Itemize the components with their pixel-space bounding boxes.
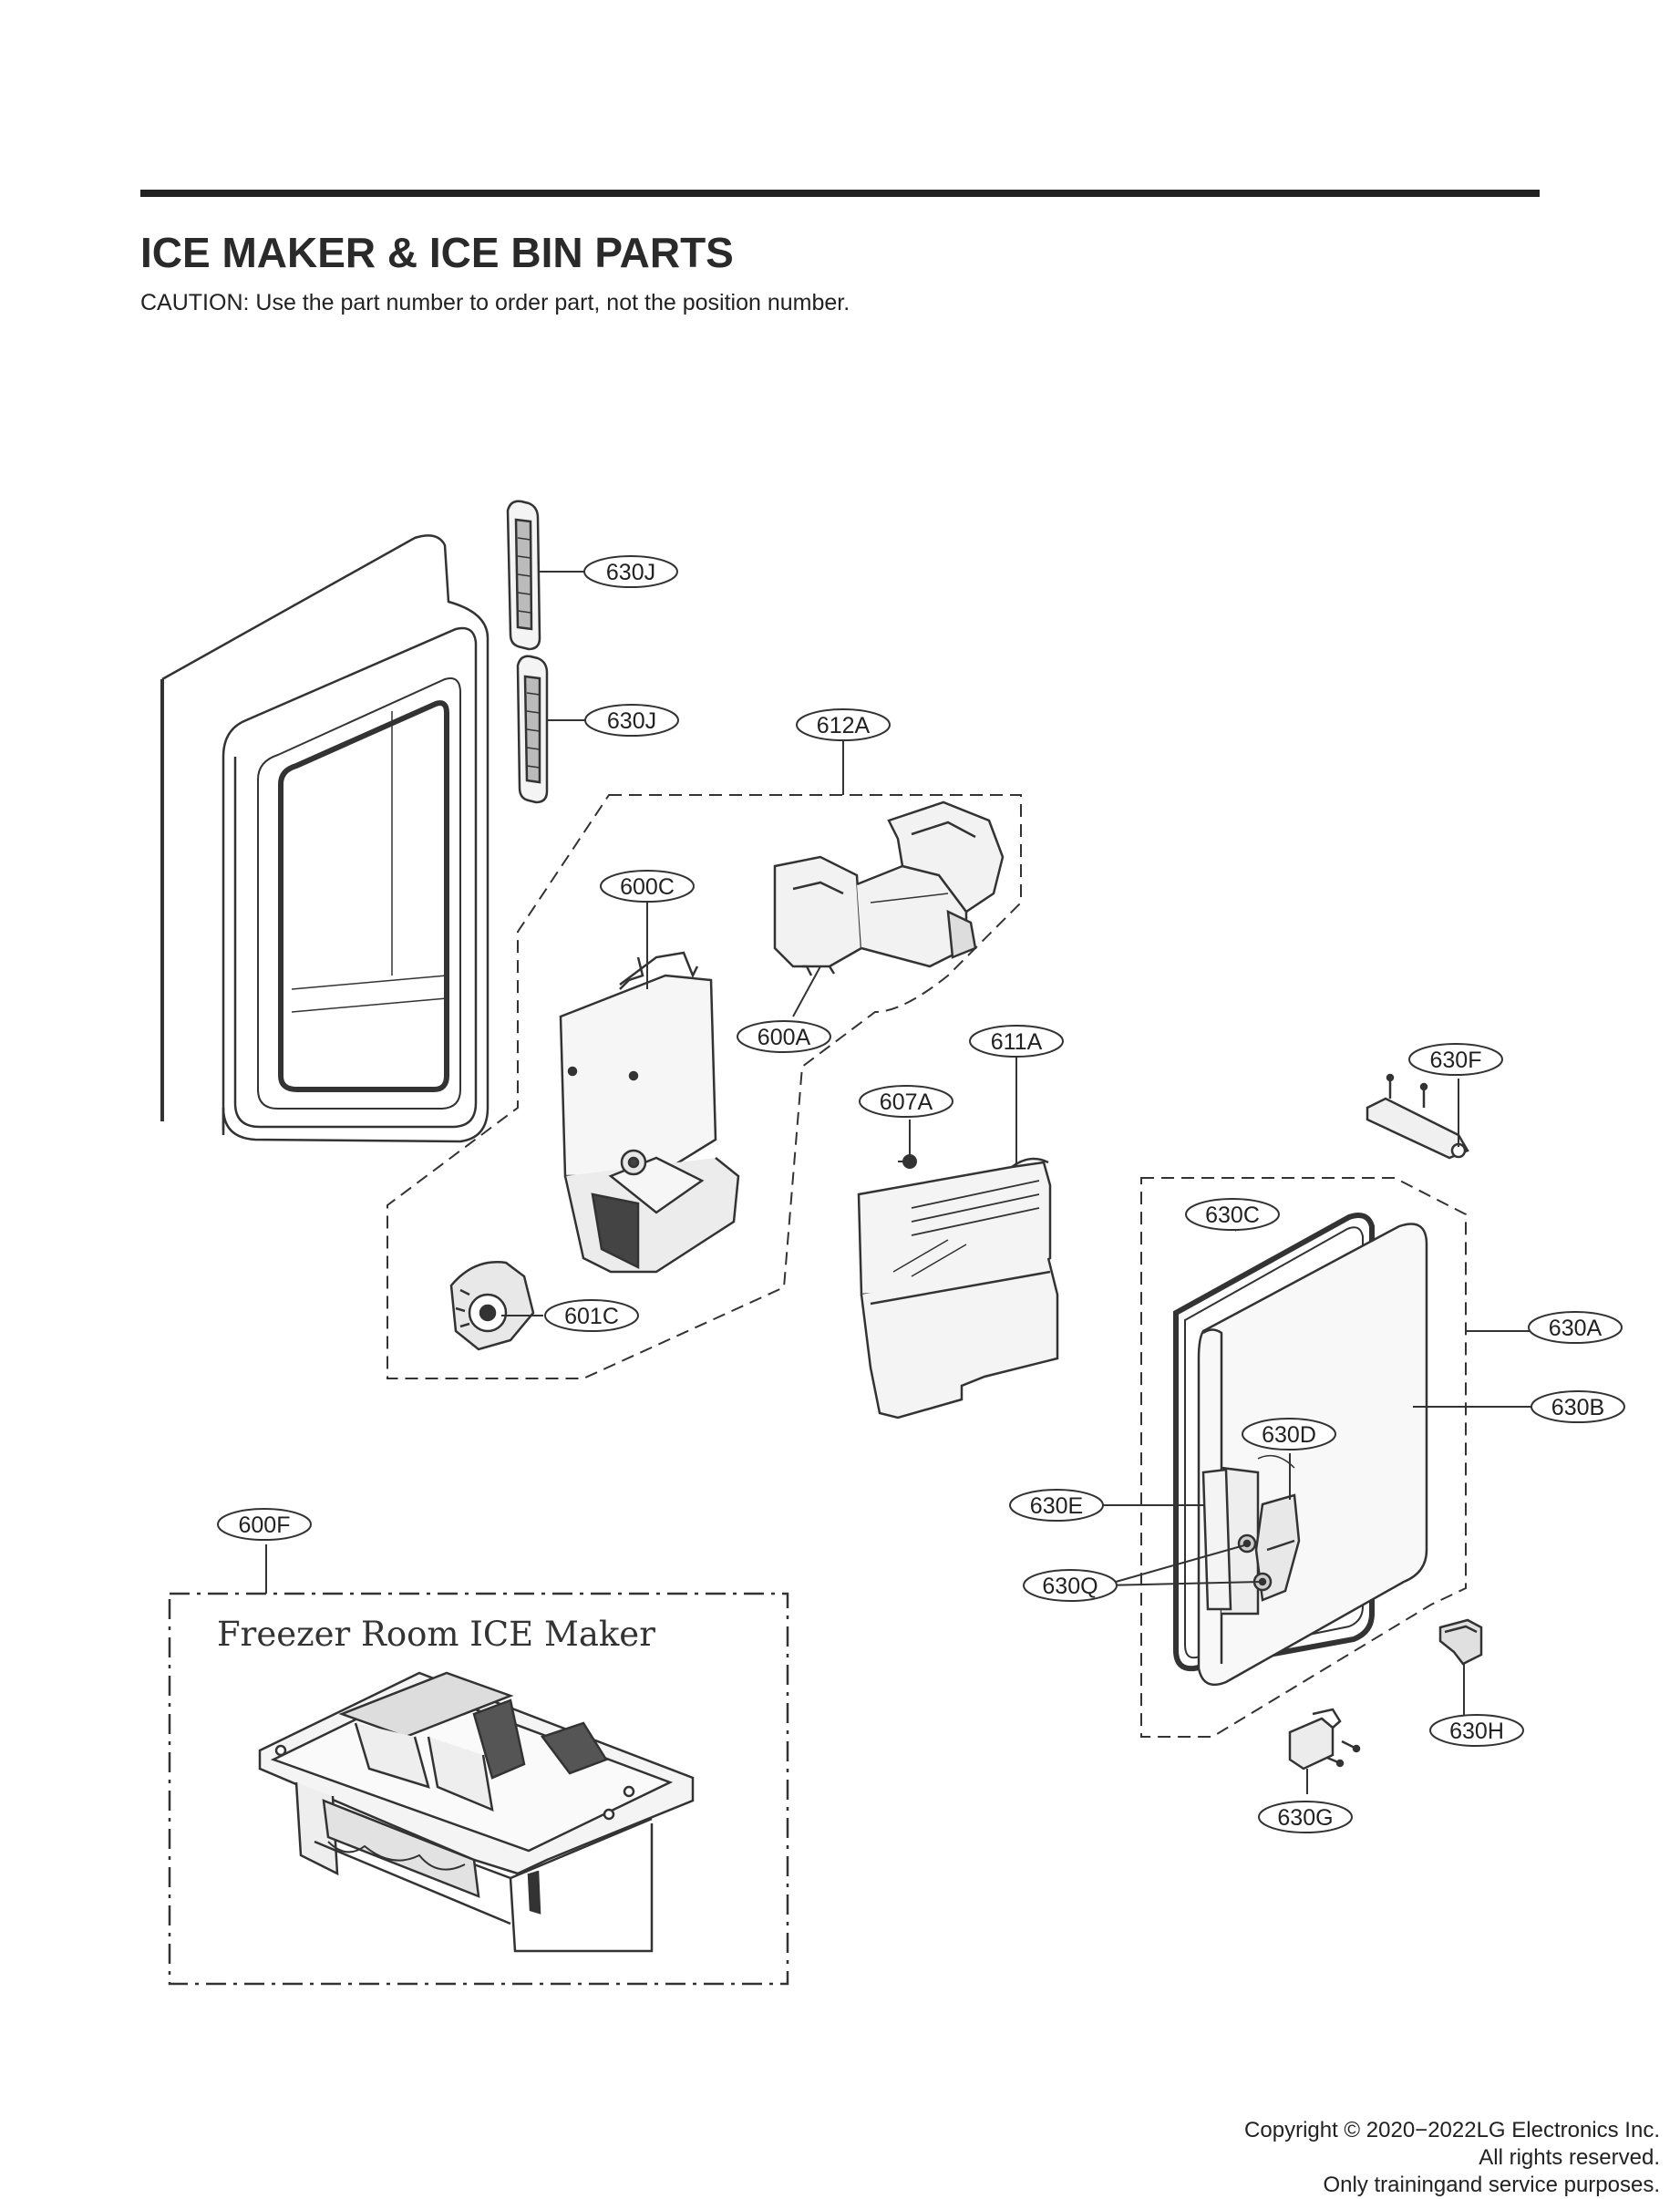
- door-gasket-drawing: [1173, 1213, 1375, 1672]
- motor-gear-drawing: [449, 1261, 535, 1351]
- callout-label: 630A: [1549, 1316, 1603, 1341]
- callout-label: 630Q: [1042, 1574, 1098, 1599]
- callout-label: 600A: [758, 1025, 811, 1050]
- ice-door-assembly-group-outline: [1140, 1177, 1467, 1738]
- callout-630D: 630D: [1242, 1418, 1336, 1451]
- callout-oval: [1258, 1801, 1353, 1833]
- callout-630F: 630F: [1408, 1043, 1503, 1076]
- callout-630C: 630C: [1185, 1198, 1280, 1231]
- callout-oval: [544, 1299, 639, 1332]
- callout-630B: 630B: [1531, 1390, 1625, 1423]
- callout-label: 612A: [817, 713, 871, 738]
- callout-label: 600C: [620, 874, 675, 900]
- upper-hinge-bracket-drawing: [1366, 1073, 1469, 1160]
- door-liner-drawing: [160, 534, 490, 1143]
- callout-oval: [600, 870, 695, 903]
- callout-oval: [796, 708, 891, 741]
- callout-607A: 607A: [859, 1085, 953, 1118]
- callout-label: 630F: [1430, 1048, 1482, 1073]
- callout-oval: [1531, 1390, 1625, 1423]
- callout-label: 600F: [239, 1512, 291, 1538]
- callout-600C: 600C: [600, 870, 695, 903]
- ice-maker-unit-drawing: [773, 800, 1005, 976]
- callout-oval: [217, 1508, 312, 1541]
- callout-630A: 630A: [1528, 1311, 1623, 1344]
- callout-601C: 601C: [544, 1299, 639, 1332]
- callout-oval: [969, 1025, 1064, 1058]
- callout-label: 630H: [1449, 1719, 1504, 1744]
- callout-label: 630E: [1030, 1493, 1083, 1519]
- copyright-line-1: Copyright © 2020−2022LG Electronics Inc.: [1244, 2118, 1660, 2142]
- callout-oval: [1429, 1714, 1524, 1747]
- callout-oval: [1528, 1311, 1623, 1344]
- callout-label: 607A: [880, 1089, 933, 1115]
- callout-630Q: 630Q: [1023, 1569, 1118, 1602]
- page-title: ICE MAKER & ICE BIN PARTS: [140, 229, 734, 276]
- callout-630E: 630E: [1009, 1489, 1104, 1522]
- freezer-ice-maker-group-box: [168, 1592, 789, 1986]
- copyright-notice: Copyright © 2020−2022LG Electronics Inc.…: [1244, 2117, 1660, 2199]
- copyright-line-2: All rights reserved.: [1479, 2145, 1660, 2170]
- callout-600A: 600A: [737, 1020, 831, 1053]
- callout-label: 630J: [607, 708, 656, 734]
- ice-maker-bracket-drawing: [559, 951, 740, 1274]
- callout-oval: [583, 555, 678, 588]
- callout-oval: [1242, 1418, 1336, 1451]
- callout-630J-lower: 630J: [584, 704, 679, 737]
- freezer-ice-maker-drawing: [258, 1671, 695, 1953]
- callout-600F: 600F: [217, 1508, 312, 1541]
- callout-label: 630B: [1551, 1395, 1604, 1420]
- callout-label: 601C: [564, 1304, 619, 1329]
- callout-611A: 611A: [969, 1025, 1064, 1058]
- callout-oval: [1185, 1198, 1280, 1231]
- fastener-607a-drawing: [898, 1154, 917, 1169]
- copyright-line-3: Only trainingand service purposes.: [1323, 2173, 1660, 2197]
- lower-hinge-bracket-drawing: [1288, 1708, 1361, 1771]
- callout-oval: [1408, 1043, 1503, 1076]
- ice-bin-cover-drawing: [857, 1157, 1059, 1420]
- callout-label: 611A: [991, 1029, 1043, 1055]
- caution-note: CAUTION: Use the part number to order pa…: [140, 290, 850, 315]
- ice-maker-assembly-group-outline: [387, 794, 1022, 1379]
- callout-oval: [737, 1020, 831, 1053]
- hinge-cap-upper-drawing: [506, 500, 541, 651]
- door-hinge-parts-drawing: [1201, 1468, 1301, 1611]
- callout-oval: [859, 1085, 953, 1118]
- callout-label: 630J: [606, 560, 655, 585]
- callout-label: 630G: [1277, 1805, 1333, 1831]
- callout-630G: 630G: [1258, 1801, 1353, 1833]
- callout-oval: [584, 704, 679, 737]
- freezer-ice-maker-label: Freezer Room ICE Maker: [217, 1615, 655, 1654]
- hinge-cap-lower-drawing: [516, 655, 549, 804]
- callout-oval: [1023, 1569, 1118, 1602]
- callout-label: 630C: [1205, 1203, 1260, 1228]
- header-rule: [140, 190, 1540, 197]
- callouts: 630J 630J 612A 600C 600A 611A 607A 630F 630C 630A…: [217, 555, 1625, 1833]
- callout-612A: 612A: [796, 708, 891, 741]
- door-clip-drawing: [1438, 1618, 1483, 1666]
- callout-label: 630D: [1262, 1422, 1316, 1448]
- callout-oval: [1009, 1489, 1104, 1522]
- callout-630J-upper: 630J: [583, 555, 678, 588]
- callout-630H: 630H: [1429, 1714, 1524, 1747]
